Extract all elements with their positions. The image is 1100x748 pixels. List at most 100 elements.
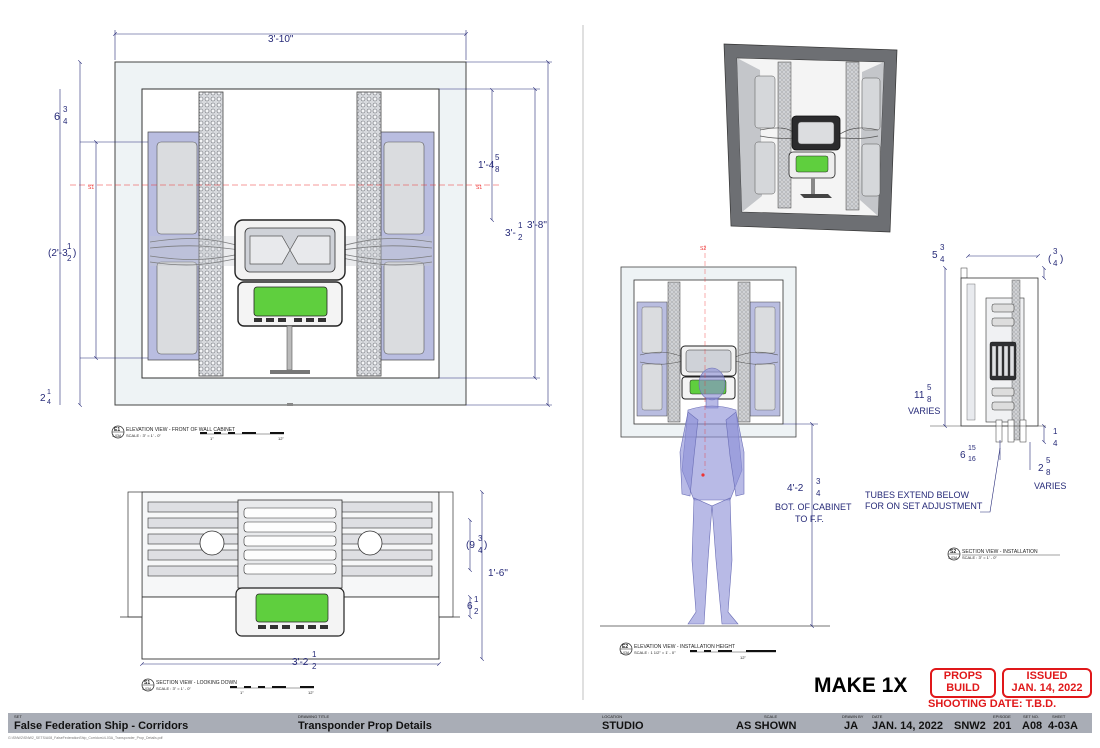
dim-s1-width-den: 2 bbox=[312, 662, 317, 671]
section-cut-mark-left: S1 bbox=[88, 185, 94, 191]
dim-s2-low: 6 bbox=[960, 450, 966, 461]
s1-dimension-lines bbox=[142, 492, 482, 664]
s1-section-view bbox=[120, 491, 460, 660]
dim-s1-width: 3'-2 bbox=[292, 657, 309, 668]
dim-s1-top: (9 bbox=[466, 540, 475, 551]
e2-ref: 4-03A bbox=[620, 651, 630, 655]
s2-ref: 4-03A bbox=[948, 556, 958, 560]
dim-e1-top-left-den: 4 bbox=[63, 117, 68, 126]
tb-location-label: LOCATION bbox=[602, 714, 623, 719]
issued-stamp-line2: JAN. 14, 2022 bbox=[1011, 682, 1083, 694]
dim-s1-top-num: 3 bbox=[478, 534, 483, 543]
dim-e1-inner: 1'-4 bbox=[478, 160, 495, 171]
dim-e1-height-left-close: ) bbox=[73, 248, 76, 259]
s2-title: SECTION VIEW - INSTALLATION bbox=[962, 549, 1038, 555]
tb-drawn: JA bbox=[844, 720, 859, 732]
tb-episode-label: EPISODE bbox=[993, 714, 1011, 719]
note-to-finished-floor: TO F.F. bbox=[795, 514, 824, 524]
tb-set-no: A08 bbox=[1022, 720, 1043, 732]
e1-mark: E1 bbox=[114, 427, 120, 433]
tb-show: SNW2 bbox=[954, 720, 986, 732]
dim-e1-inner-den: 8 bbox=[495, 165, 500, 174]
tb-date-label: DATE bbox=[872, 714, 883, 719]
tb-set-label: SET bbox=[14, 714, 22, 719]
s1-scalebar-one: 1" bbox=[240, 690, 244, 695]
s2-dimension-text: 5 3 4 ( 3 4 ) 11 5 8 VARIES 6 15 16 1 4 … bbox=[865, 243, 1066, 511]
tb-date: JAN. 14, 2022 bbox=[872, 720, 943, 732]
dim-e1-bottom-den: 4 bbox=[47, 399, 51, 406]
dim-s2-mid-num: 5 bbox=[927, 383, 932, 392]
dim-e1-bottom-num: 1 bbox=[47, 389, 51, 396]
dim-s2-mid-den: 8 bbox=[927, 395, 932, 404]
dim-e1-top-left: 6 bbox=[54, 111, 60, 123]
dim-e1-height-left: (2'-3 bbox=[48, 248, 68, 259]
tb-title-label: DRAWING TITLE bbox=[298, 714, 330, 719]
dim-s2-quarter-den: 4 bbox=[1053, 439, 1058, 448]
dim-e2-height-num: 3 bbox=[816, 477, 821, 486]
e2-title: ELEVATION VIEW - INSTALLATION HEIGHT bbox=[634, 644, 735, 650]
dim-e1-height-left-num: 1 bbox=[67, 242, 72, 251]
dim-s1-top-den: 4 bbox=[478, 546, 483, 555]
dim-s2-end: 2 bbox=[1038, 463, 1044, 474]
dim-s2-top: 5 bbox=[932, 250, 938, 261]
e2-installation-view bbox=[600, 245, 830, 627]
e2-view-label: E2 4-03A ELEVATION VIEW - INSTALLATION H… bbox=[619, 642, 776, 660]
tb-set-no-label: SET NO. bbox=[1023, 714, 1039, 719]
tb-scale-label: SCALE bbox=[764, 714, 778, 719]
make-quantity: MAKE 1X bbox=[814, 674, 908, 697]
dim-s1-low: 6 bbox=[467, 601, 473, 612]
section-cut-mark-right: S1 bbox=[476, 185, 482, 191]
dim-s2-low-num: 15 bbox=[968, 445, 976, 452]
s1-title: SECTION VIEW - LOOKING DOWN bbox=[156, 680, 237, 686]
props-build-stamp: PROPS BUILD bbox=[930, 668, 996, 698]
e2-mark: E2 bbox=[622, 644, 628, 650]
s2-mark: S2 bbox=[950, 549, 956, 555]
dim-s2-right-den: 4 bbox=[1053, 259, 1058, 268]
e1-elevation-view bbox=[70, 61, 500, 406]
e1-scalebar-twelve: 12" bbox=[278, 436, 284, 441]
perspective-render bbox=[723, 43, 898, 233]
tb-sheet-label: SHEET bbox=[1052, 714, 1066, 719]
tb-title: Transponder Prop Details bbox=[298, 720, 432, 732]
dim-s2-right-num: 3 bbox=[1053, 247, 1058, 256]
tb-scale: AS SHOWN bbox=[736, 720, 797, 732]
issued-stamp-line1: ISSUED bbox=[1026, 670, 1068, 682]
file-path: G:\SNW2\SNW2_SETS\A08_FalseFederationShi… bbox=[8, 736, 163, 740]
dim-e1-height-left-den: 2 bbox=[67, 254, 72, 263]
section-cut-mark-s2: S2 bbox=[700, 246, 706, 252]
dim-s2-quarter-num: 1 bbox=[1053, 427, 1058, 436]
dim-e1-top-left-num: 3 bbox=[63, 105, 68, 114]
dim-s2-mid: 11 bbox=[914, 390, 925, 401]
dim-s1-low-num: 1 bbox=[474, 595, 479, 604]
tb-sheet: 4-03A bbox=[1048, 720, 1078, 732]
e2-dimension-lines bbox=[783, 424, 818, 626]
e1-title: ELEVATION VIEW - FRONT OF WALL CABINET bbox=[126, 427, 235, 433]
e1-scalebar-one: 1" bbox=[210, 436, 214, 441]
note-varies-lower: VARIES bbox=[1034, 481, 1066, 491]
dim-e1-bottom: 2 bbox=[40, 393, 46, 404]
note-varies-upper: VARIES bbox=[908, 406, 940, 416]
e2-scale: SCALE : 1 1/2" = 1' - 0" bbox=[634, 650, 676, 655]
props-stamp-line2: BUILD bbox=[946, 682, 980, 694]
s2-scale: SCALE : 3" = 1' - 0" bbox=[962, 555, 997, 560]
shooting-date: SHOOTING DATE: T.B.D. bbox=[928, 698, 1057, 710]
tb-location: STUDIO bbox=[602, 720, 644, 732]
dim-s2-end-num: 5 bbox=[1046, 456, 1051, 465]
e1-dimension-text: 3'-10" 6 3 4 1'-4 5 8 (2'-3 1 2 ) 3'- 1 … bbox=[40, 34, 547, 406]
dim-s1-top-close: ) bbox=[484, 540, 487, 551]
dim-e2-height: 4'-2 bbox=[787, 483, 804, 494]
dim-e1-inner-num: 5 bbox=[495, 153, 500, 162]
issued-stamp: ISSUED JAN. 14, 2022 bbox=[1002, 668, 1092, 698]
s1-dimension-text: 3'-2 1 2 (9 3 4 ) 1'-6" 6 1 2 bbox=[292, 534, 508, 671]
s1-mark: S1 bbox=[144, 680, 150, 686]
dim-e1-overall-height: 3'-8" bbox=[527, 220, 547, 231]
dim-s2-end-den: 8 bbox=[1046, 468, 1051, 477]
note-bottom-of-cabinet: BOT. OF CABINET bbox=[775, 502, 852, 512]
dim-s2-right: ( bbox=[1048, 254, 1052, 265]
dim-s1-depth: 1'-6" bbox=[488, 568, 508, 579]
e1-ref: 4-03A bbox=[112, 434, 122, 438]
dim-e1-height-right-num: 1 bbox=[518, 221, 523, 230]
dim-s1-low-den: 2 bbox=[474, 607, 479, 616]
